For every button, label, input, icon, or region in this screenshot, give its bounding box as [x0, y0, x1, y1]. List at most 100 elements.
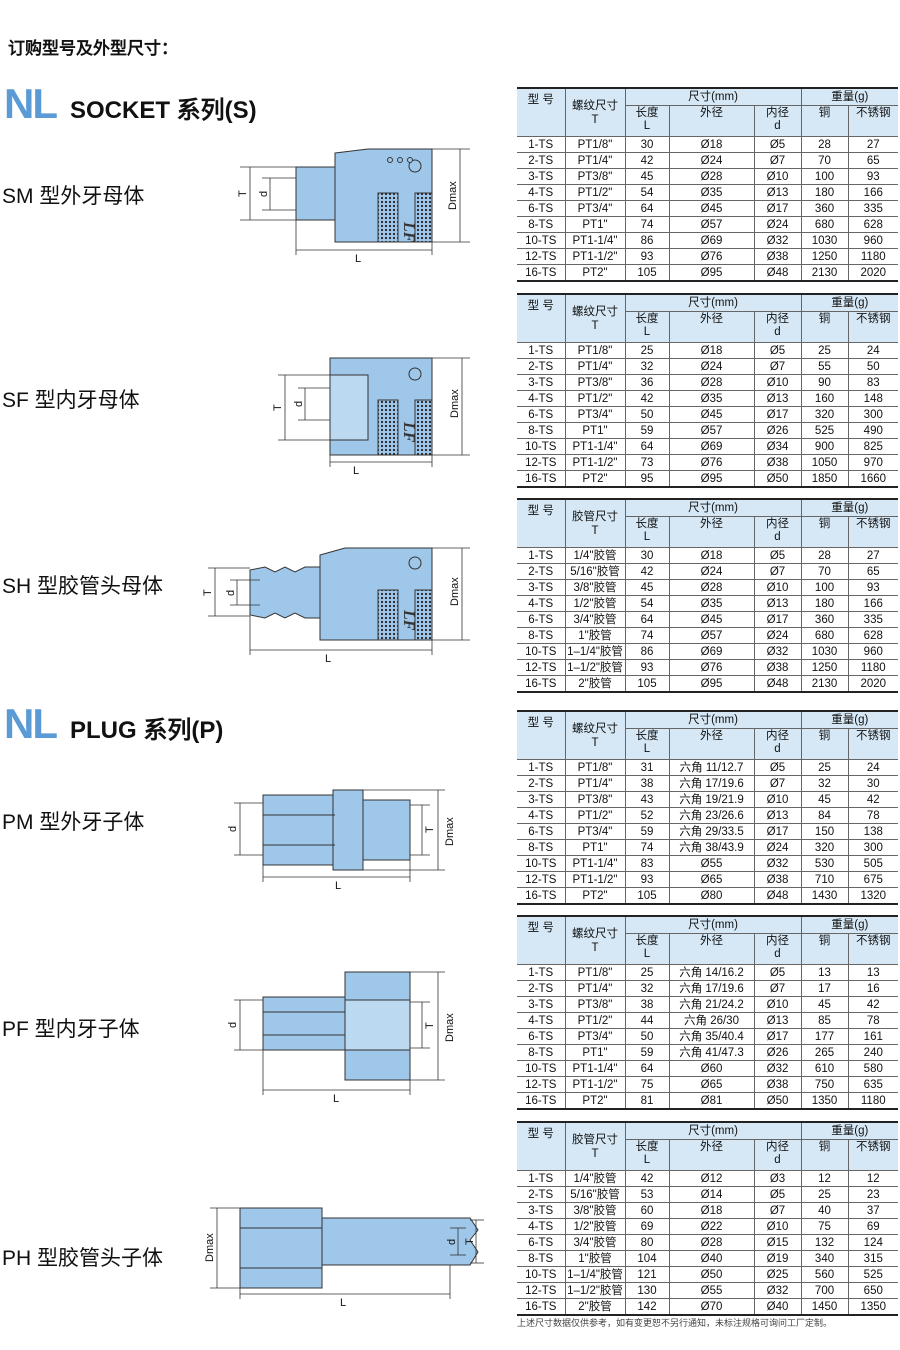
- sf-socket-drawing: [329, 357, 433, 456]
- cell-size: PT1/4": [564, 980, 626, 997]
- cell-model: 1-TS: [517, 964, 566, 981]
- cell-weight-copper: 160: [800, 390, 849, 407]
- cell-length: 64: [624, 438, 670, 455]
- pm-plug-drawing: [262, 789, 411, 871]
- cell-outer-diameter: Ø65: [668, 1076, 755, 1093]
- cell-length: 25: [624, 964, 670, 981]
- product-label-sm: SM 型外牙母体: [2, 185, 145, 208]
- cell-outer-diameter: 六角 21/24.2: [668, 996, 755, 1013]
- header-outer-diameter-label: 外径: [700, 313, 723, 325]
- cell-model: 10-TS: [517, 855, 566, 872]
- cell-length: 38: [624, 775, 670, 792]
- cell-length: 74: [624, 839, 670, 856]
- cell-weight-stainless: 628: [847, 627, 899, 644]
- cell-model: 4-TS: [517, 390, 566, 407]
- cell-length: 32: [624, 358, 670, 375]
- cell-model: 10-TS: [517, 438, 566, 455]
- cell-length: 52: [624, 807, 670, 824]
- cell-outer-diameter: Ø12: [668, 1170, 755, 1187]
- cell-outer-diameter: 六角 17/19.6: [668, 775, 755, 792]
- cell-inner-diameter: Ø32: [753, 1282, 802, 1299]
- cell-size: 5/16"胶管: [564, 563, 626, 580]
- cell-length: 93: [624, 659, 670, 676]
- lf-mark: LF: [400, 221, 417, 243]
- header-size-symbol: T: [591, 736, 599, 749]
- cell-weight-copper: 90: [800, 374, 849, 391]
- header-size-symbol: T: [591, 113, 599, 126]
- cell-size: PT1-1/4": [564, 1060, 626, 1077]
- cell-weight-copper: 32: [800, 775, 849, 792]
- cell-outer-diameter: 六角 41/47.3: [668, 1044, 755, 1061]
- cell-inner-diameter: Ø13: [753, 807, 802, 824]
- cell-inner-diameter: Ø5: [753, 136, 802, 153]
- cell-length: 42: [624, 152, 670, 169]
- cell-size: PT1-1/2": [564, 1076, 626, 1093]
- cell-inner-diameter: Ø13: [753, 1012, 802, 1029]
- cell-outer-diameter: Ø57: [668, 216, 755, 233]
- cell-outer-diameter: Ø28: [668, 579, 755, 596]
- cell-weight-copper: 1050: [800, 454, 849, 471]
- dim-d: d: [293, 401, 305, 407]
- header-copper: 铜: [800, 1139, 849, 1171]
- cell-outer-diameter: Ø95: [668, 264, 755, 282]
- header-outer-diameter-label: 外径: [700, 518, 723, 530]
- cell-inner-diameter: Ø50: [753, 1092, 802, 1110]
- cell-outer-diameter: Ø28: [668, 1234, 755, 1251]
- cell-model: 10-TS: [517, 232, 566, 249]
- dim-d: d: [227, 826, 239, 832]
- cell-outer-diameter: Ø55: [668, 855, 755, 872]
- cell-model: 16-TS: [517, 1298, 566, 1316]
- cell-length: 30: [624, 547, 670, 564]
- cell-inner-diameter: Ø32: [753, 1060, 802, 1077]
- cell-length: 54: [624, 184, 670, 201]
- cell-outer-diameter: 六角 26/30: [668, 1012, 755, 1029]
- cell-model: 12-TS: [517, 871, 566, 888]
- cell-weight-copper: 1250: [800, 659, 849, 676]
- header-outer-diameter-label: 外径: [700, 730, 723, 742]
- cell-length: 38: [624, 996, 670, 1013]
- cell-weight-stainless: 525: [847, 1266, 899, 1283]
- cell-length: 74: [624, 216, 670, 233]
- cell-weight-copper: 17: [800, 980, 849, 997]
- cell-outer-diameter: Ø55: [668, 1282, 755, 1299]
- header-stainless: 不锈钢: [847, 933, 899, 965]
- cell-size: 1–1/2"胶管: [564, 659, 626, 676]
- cell-inner-diameter: Ø10: [753, 1218, 802, 1235]
- cell-length: 42: [624, 390, 670, 407]
- cell-inner-diameter: Ø40: [753, 1298, 802, 1316]
- cell-weight-copper: 1450: [800, 1298, 849, 1316]
- cell-weight-copper: 177: [800, 1028, 849, 1045]
- cell-size: PT1": [564, 422, 626, 439]
- header-model: 型 号: [517, 915, 566, 965]
- cell-weight-stainless: 42: [847, 791, 899, 808]
- cell-length: 53: [624, 1186, 670, 1203]
- cell-model: 3-TS: [517, 168, 566, 185]
- cell-weight-copper: 180: [800, 184, 849, 201]
- cell-model: 2-TS: [517, 1186, 566, 1203]
- cell-weight-copper: 2130: [800, 264, 849, 282]
- cell-size: PT2": [564, 887, 626, 905]
- cell-inner-diameter: Ø7: [753, 1202, 802, 1219]
- header-size-symbol: T: [591, 941, 599, 954]
- cell-weight-copper: 1250: [800, 248, 849, 265]
- cell-length: 105: [624, 675, 670, 693]
- header-dimensions: 尺寸(mm): [624, 915, 802, 934]
- cell-weight-stainless: 650: [847, 1282, 899, 1299]
